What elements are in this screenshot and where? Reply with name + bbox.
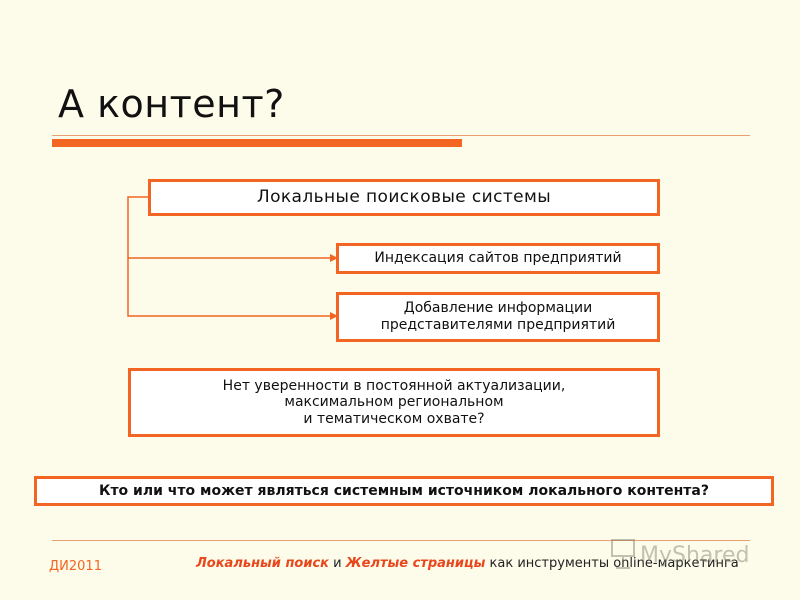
arrowhead-add [330, 312, 338, 320]
adding-info-box: Добавление информации представителями пр… [336, 292, 660, 342]
footer-and: и [329, 556, 346, 571]
title-divider-thick [52, 139, 462, 147]
doubt-line-2: максимальном региональном [284, 394, 504, 411]
adding-info-line-2: представителями предприятий [380, 317, 616, 333]
doubt-box: Нет уверенности в постоянной актуализаци… [128, 368, 660, 437]
title-divider-thin [52, 135, 750, 136]
footer-divider [52, 540, 750, 541]
local-search-systems-box: Локальные поисковые системы [148, 179, 660, 216]
footer-yellow-pages: Желтые страницы [345, 556, 486, 571]
doubt-line-3: и тематическом охвате? [303, 410, 485, 427]
presentation-board-icon [611, 539, 635, 569]
watermark-text: MyShared [640, 543, 749, 568]
myshared-watermark: MyShared [611, 539, 749, 569]
footer-local-search: Локальный поиск [196, 556, 329, 571]
question-box: Кто или что может являться системным ист… [34, 476, 774, 506]
doubt-line-1: Нет уверенности в постоянной актуализаци… [222, 377, 566, 394]
indexing-box: Индексация сайтов предприятий [336, 243, 660, 274]
footer-author: ДИ2011 [49, 559, 102, 574]
arrowhead-index [330, 254, 338, 262]
footer-tail: как инструменты online-маркетинга [485, 556, 739, 571]
adding-info-line-1: Добавление информации [403, 300, 593, 317]
slide-title: А контент? [58, 82, 285, 126]
footer-caption: Локальный поиск и Желтые страницы как ин… [196, 556, 739, 571]
connector-line-add [127, 196, 332, 317]
